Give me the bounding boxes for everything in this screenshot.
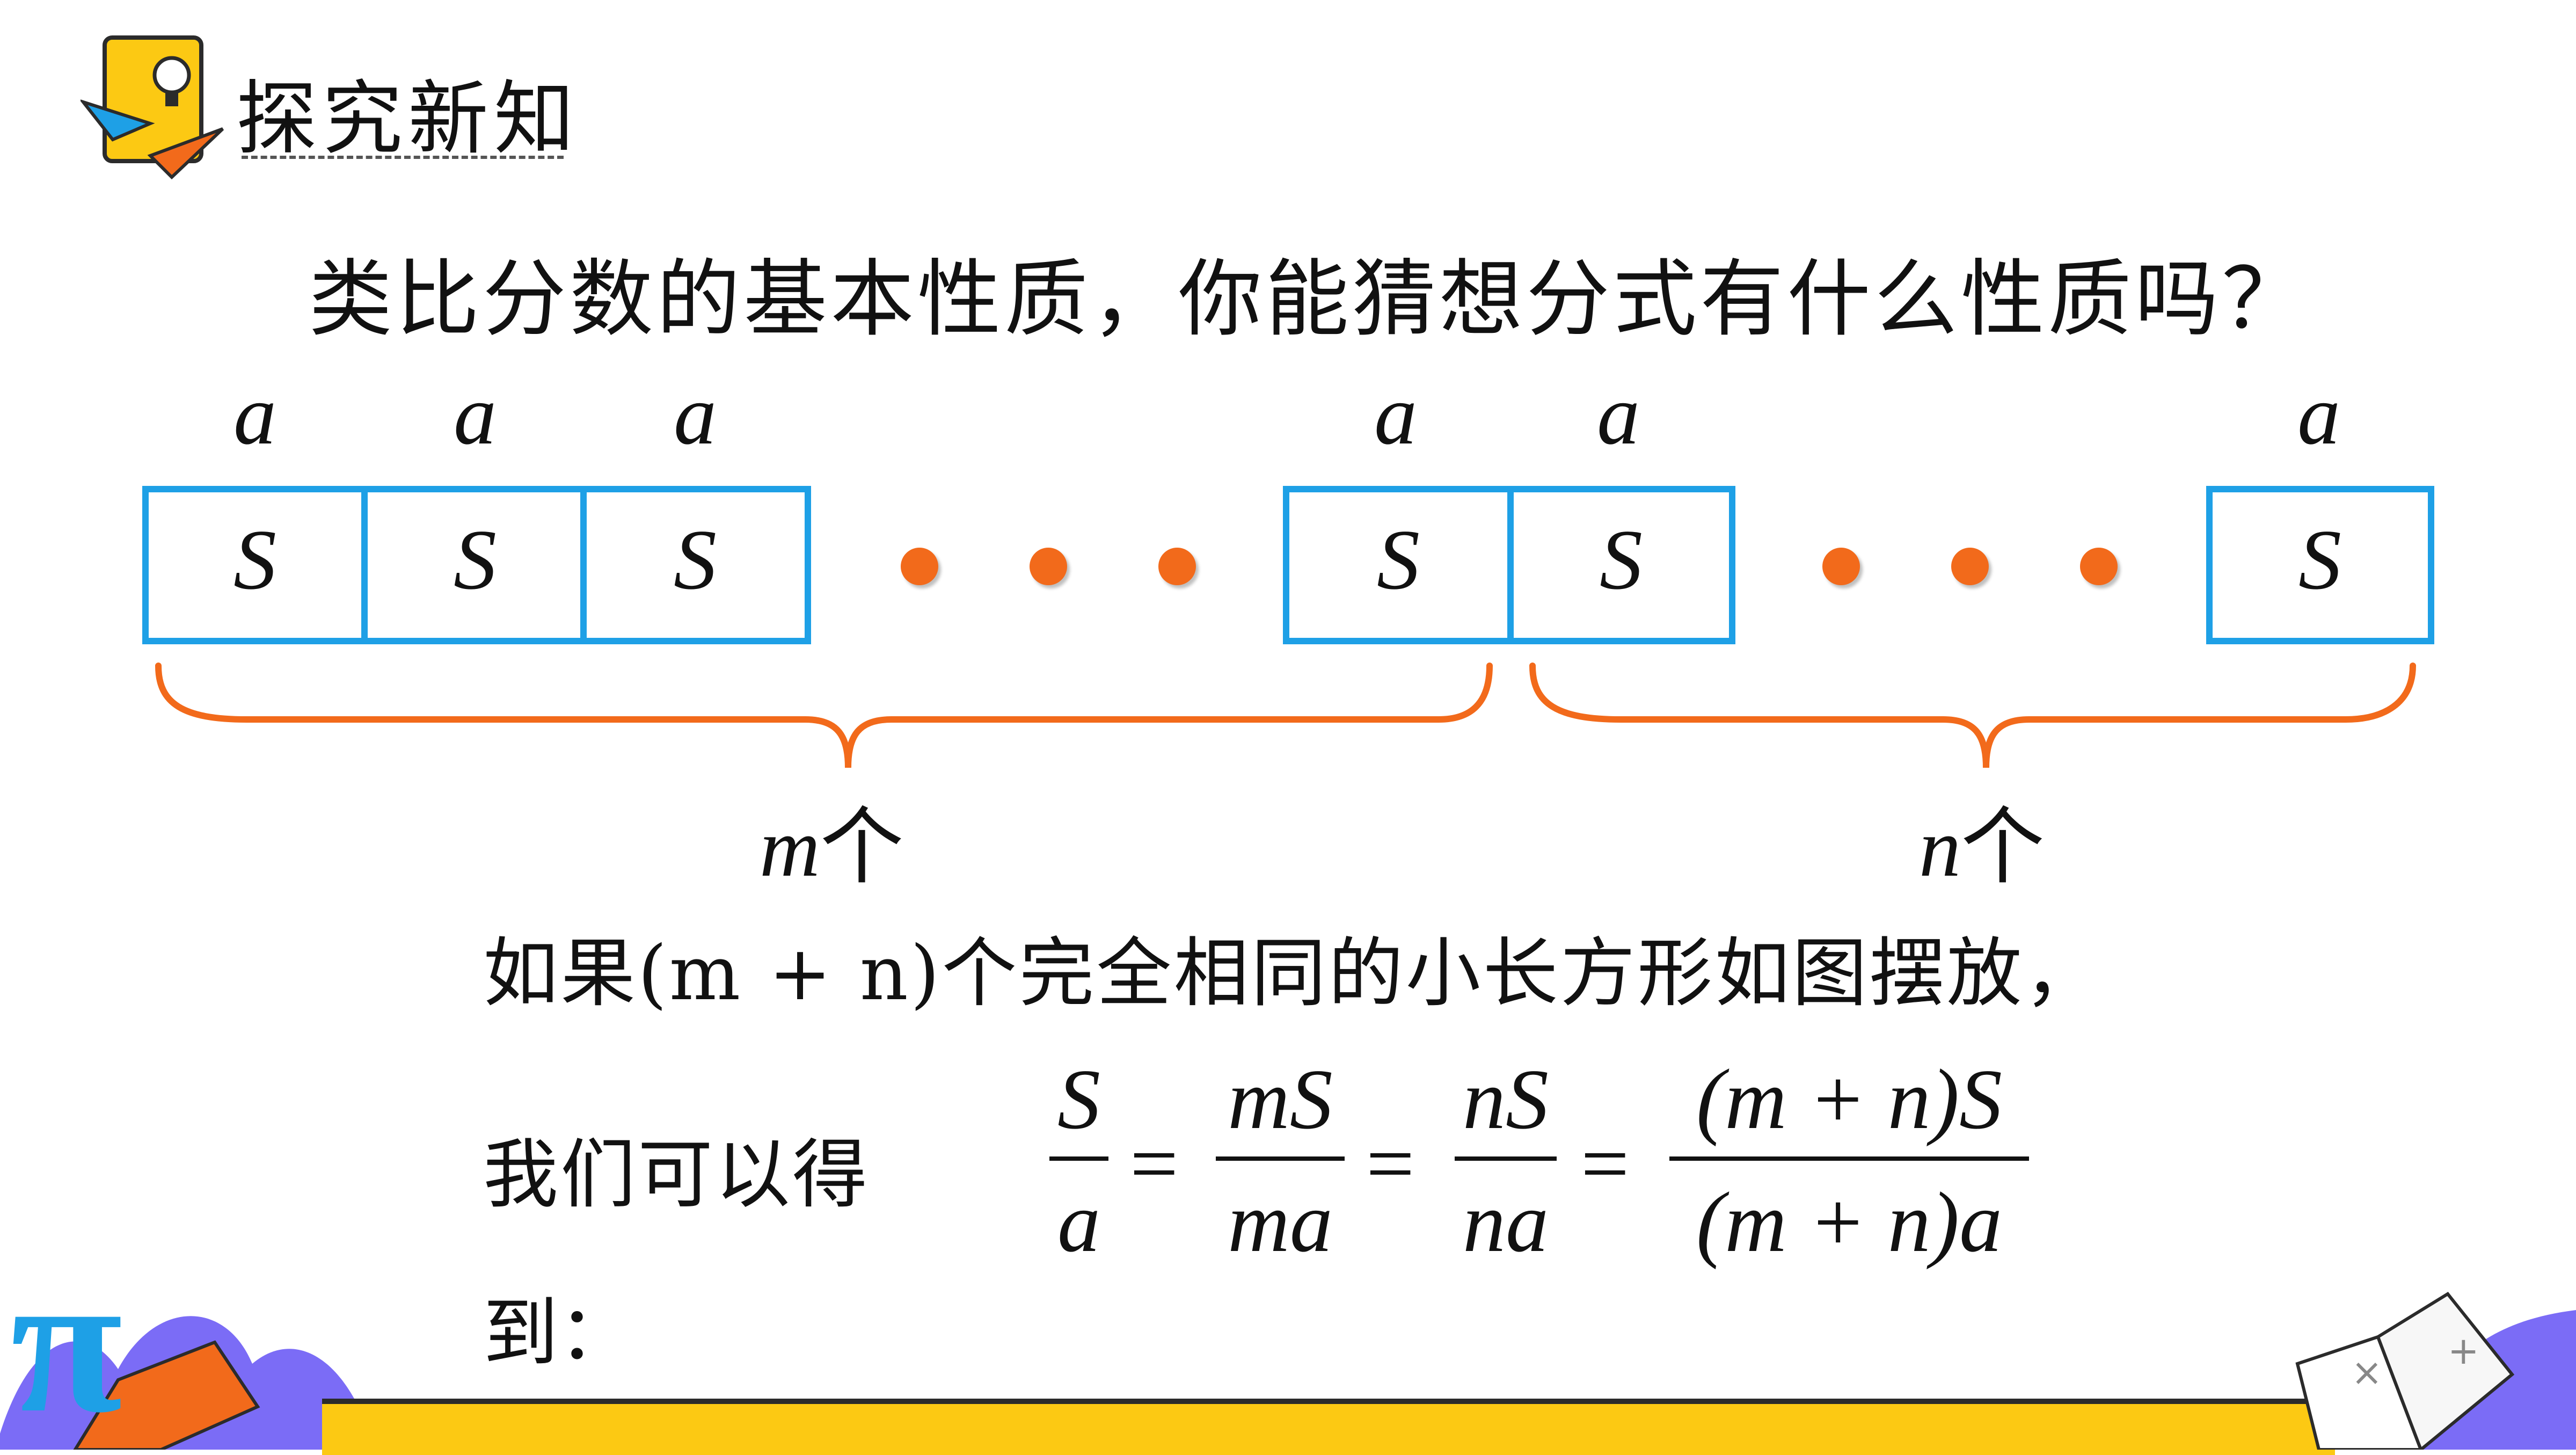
fraction-ms-over-ma: mS ma <box>1216 1050 1345 1272</box>
cell-label-s: S <box>674 512 717 607</box>
fraction-numerator: mS <box>1228 1051 1333 1147</box>
ellipsis-dot <box>1951 548 1989 585</box>
equals-sign: = <box>1366 1116 1415 1211</box>
ellipsis-dot <box>1822 548 1860 585</box>
fraction-numerator: S <box>1057 1051 1100 1147</box>
equals-sign: = <box>1581 1116 1630 1211</box>
count-left: m个 <box>760 779 904 900</box>
cell-label-s: S <box>2298 512 2341 607</box>
rectangle-cell <box>1507 486 1735 644</box>
fraction-s-over-a: S a <box>1049 1050 1108 1272</box>
ellipsis-dot <box>1030 548 1067 585</box>
fraction-denominator: a <box>1057 1174 1100 1270</box>
ellipsis-dot <box>1158 548 1196 585</box>
fraction-denominator: (m + n)a <box>1696 1174 2003 1270</box>
paragraph-arrangement: 如果(m + n)个完全相同的小长方形如图摆放， <box>483 930 2101 1017</box>
bottom-strip <box>322 1399 2335 1455</box>
brace-left <box>155 663 1493 768</box>
rectangle-cell <box>1283 486 1514 644</box>
fraction-denominator: na <box>1463 1174 1549 1270</box>
label-a: a <box>2297 367 2340 462</box>
count-left-unit: 个 <box>820 798 904 896</box>
cell-label-s: S <box>1600 512 1643 607</box>
equals-sign: = <box>1130 1116 1179 1211</box>
fraction-sum-s-over-sum-a: (m + n)S (m + n)a <box>1669 1050 2029 1272</box>
rectangle-cell <box>580 486 811 644</box>
ellipsis-dot <box>901 548 938 585</box>
rectangle-cell <box>2206 486 2434 644</box>
pi-symbol: π <box>11 1229 123 1455</box>
page-title: 探究新知 <box>236 72 580 166</box>
label-a: a <box>233 367 276 462</box>
open-book-icon: × + <box>2295 1292 2576 1450</box>
lightbulb-paper-planes-icon <box>81 35 224 180</box>
cell-label-s: S <box>454 512 497 607</box>
paragraph-get-suffix: 到： <box>483 1290 634 1377</box>
label-a: a <box>1597 367 1640 462</box>
fraction-ns-over-na: nS na <box>1455 1050 1557 1272</box>
question-text: 类比分数的基本性质，你能猜想分式有什么性质吗？ <box>309 250 2309 348</box>
svg-text:+: + <box>2448 1329 2479 1373</box>
label-a: a <box>674 367 717 462</box>
fraction-bar <box>1669 1156 2029 1161</box>
fraction-bar <box>1216 1156 1345 1161</box>
paragraph-we-can-get: 我们可以得 <box>483 1131 870 1219</box>
fraction-numerator: (m + n)S <box>1696 1051 2003 1147</box>
count-left-var: m <box>760 801 820 894</box>
fraction-numerator: nS <box>1463 1051 1549 1147</box>
fraction-bar <box>1049 1156 1108 1161</box>
svg-text:×: × <box>2351 1350 2383 1394</box>
fraction-denominator: ma <box>1228 1174 1333 1270</box>
label-a: a <box>1374 367 1417 462</box>
fraction-bar <box>1455 1156 1557 1161</box>
cell-label-s: S <box>1377 512 1420 607</box>
ellipsis-dot <box>2080 548 2118 585</box>
count-right: n个 <box>1919 779 2045 900</box>
title-underline <box>242 156 564 159</box>
cell-label-s: S <box>233 512 276 607</box>
label-a: a <box>454 367 497 462</box>
count-right-unit: 个 <box>1961 798 2045 896</box>
brace-right <box>1529 663 2416 768</box>
bottom-left-wave-decor <box>0 1316 376 1450</box>
count-right-var: n <box>1919 801 1961 894</box>
